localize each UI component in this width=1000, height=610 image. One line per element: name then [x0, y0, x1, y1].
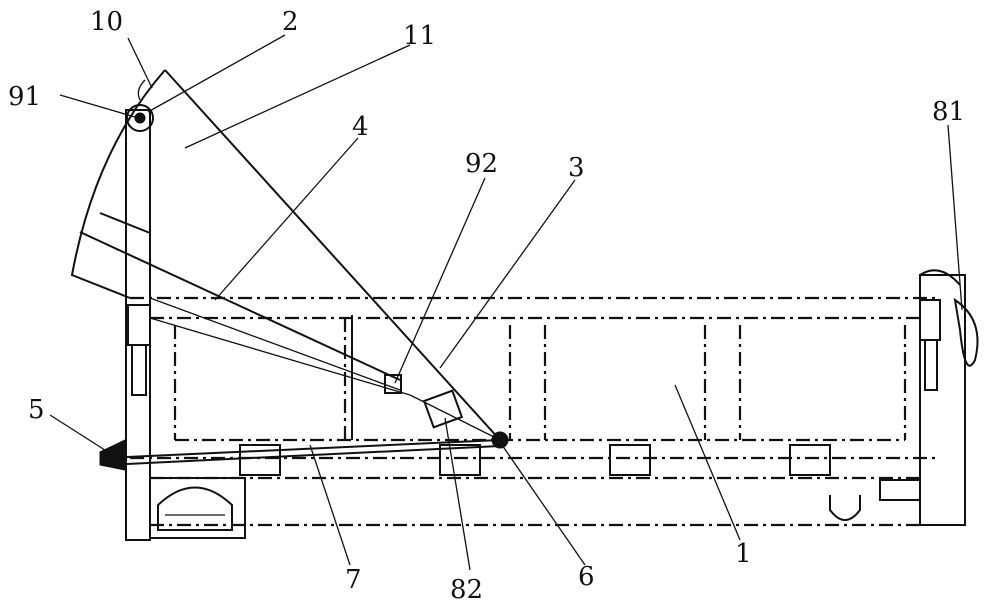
label-11: 11 — [403, 21, 436, 51]
label-92: 92 — [465, 149, 498, 179]
label-4: 4 — [352, 112, 369, 142]
right-end — [830, 270, 978, 525]
label-91: 91 — [8, 82, 41, 112]
label-3: 3 — [568, 153, 585, 183]
container-frame — [130, 298, 935, 525]
label-81: 81 — [932, 97, 965, 127]
leader-lines — [50, 35, 962, 570]
label-1: 1 — [735, 539, 752, 569]
label-6: 6 — [578, 562, 595, 592]
label-10: 10 — [90, 7, 123, 37]
label-2: 2 — [282, 7, 299, 37]
label-5: 5 — [28, 395, 45, 425]
tilting-panel — [72, 70, 508, 448]
label-82: 82 — [450, 575, 483, 605]
label-7: 7 — [345, 565, 362, 595]
